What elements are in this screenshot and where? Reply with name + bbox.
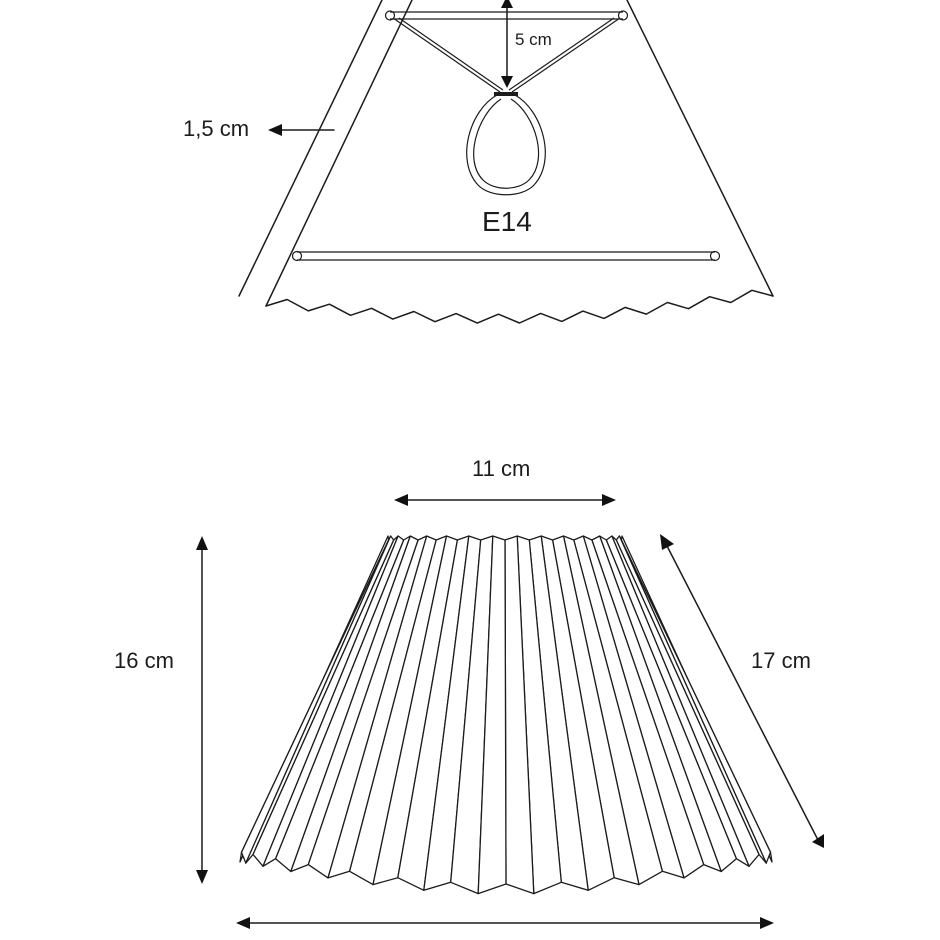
pleated-shade-drawing (239, 535, 773, 895)
loop-drop-dimension-arrow (501, 0, 513, 88)
frame-inset-leader-arrow (268, 124, 335, 136)
loop-clamp (494, 92, 518, 96)
pleat-panel (477, 535, 507, 895)
e14-socket-loop (466, 92, 546, 196)
slant-length-label: 17 cm (751, 648, 811, 673)
bottom-diameter-dimension-arrow (236, 917, 774, 929)
shade-inner-left-edge (265, 0, 413, 307)
pleated-hem-zigzag (265, 289, 774, 324)
pleat-panels (239, 535, 773, 895)
slant-length-dimension-arrow (660, 534, 824, 848)
shade-interior-drawing (238, 0, 774, 324)
loop-drop-label: 5 cm (515, 30, 552, 49)
height-label: 16 cm (114, 648, 174, 673)
shade-right-edge (626, 0, 774, 297)
height-dimension-arrow (196, 536, 208, 884)
shade-outer-left-edge (238, 0, 383, 297)
socket-type-label: E14 (482, 206, 532, 237)
top-diameter-dimension-arrow (394, 494, 616, 506)
suspension-wires (392, 17, 621, 93)
top-diameter-label: 11 cm (472, 456, 531, 481)
bottom-wire-bar (291, 250, 721, 262)
frame-inset-label: 1,5 cm (183, 116, 250, 141)
